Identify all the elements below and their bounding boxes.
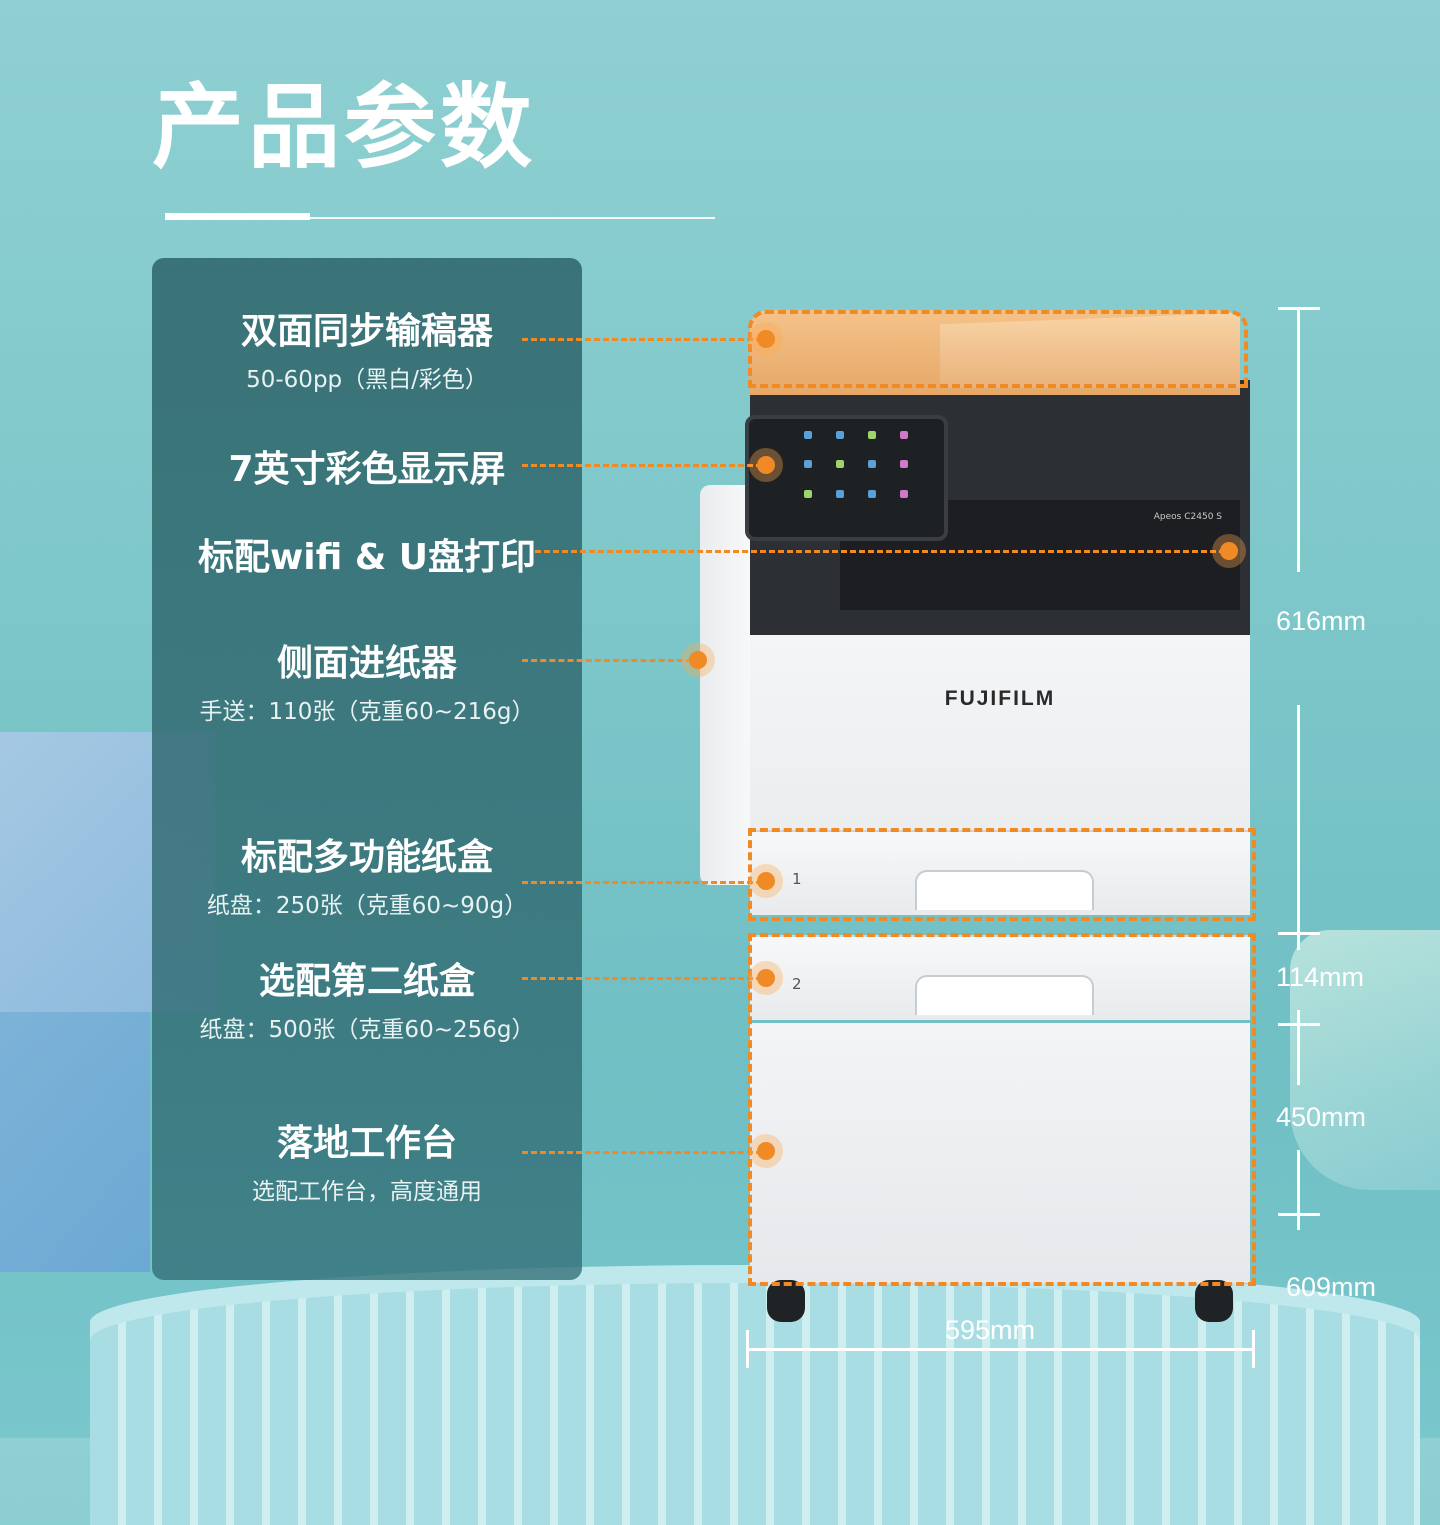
spec-item: 选配第二纸盒 纸盘：500张（克重60~256g）: [177, 952, 557, 1044]
highlight-frame-tray1: [748, 828, 1256, 921]
leader-line: [522, 464, 762, 467]
dimension-line: [748, 1348, 1255, 1351]
spec-item: 标配wifi & U盘打印: [192, 528, 542, 580]
dimension-tick: [1278, 1213, 1320, 1216]
spec-item: 落地工作台 选配工作台，高度通用: [197, 1114, 537, 1206]
spec-heading: 标配wifi & U盘打印: [198, 537, 536, 578]
document-feeder-tray: [940, 313, 1240, 388]
caster-wheel: [767, 1280, 805, 1322]
title-underline-accent: [165, 213, 310, 220]
background-block: [0, 1012, 150, 1272]
dimension-line: [1297, 1010, 1300, 1085]
spec-heading: 选配第二纸盒: [258, 961, 475, 1002]
marker-dot: [1220, 542, 1238, 560]
dimension-tick: [1278, 932, 1320, 935]
paper-tray-2: 2: [750, 935, 1250, 1020]
tray-number: 1: [792, 870, 802, 888]
floor-cabinet: [750, 1023, 1250, 1283]
spec-detail: 手送：110张（克重60~216g）: [199, 699, 535, 725]
leader-line: [522, 338, 762, 341]
marker-dot: [689, 651, 707, 669]
spec-item: 侧面进纸器 手送：110张（克重60~216g）: [177, 634, 557, 726]
spec-item: 双面同步输稿器 50-60pp（黑白/彩色）: [222, 302, 512, 394]
spec-heading: 侧面进纸器: [276, 643, 457, 684]
spec-detail: 50-60pp（黑白/彩色）: [246, 367, 488, 393]
spec-panel: [152, 258, 582, 1280]
leader-line: [522, 1151, 762, 1154]
spec-detail: 纸盘：250张（克重60~90g）: [206, 893, 528, 919]
side-feeder: [700, 485, 750, 885]
model-label: Apeos C2450 S: [1153, 512, 1222, 522]
spec-item: 7英寸彩色显示屏: [207, 440, 527, 492]
tray-handle: [915, 870, 1094, 910]
leader-line: [522, 881, 762, 884]
leader-line: [535, 550, 1225, 553]
dimension-height-cabinet: 450mm: [1276, 1102, 1367, 1132]
marker-dot: [757, 330, 775, 348]
highlight-frame-tray2-cabinet: [748, 933, 1256, 1286]
brand-logo: FUJIFILM: [944, 687, 1056, 710]
leader-line: [522, 659, 692, 662]
dimension-line: [1297, 1150, 1300, 1230]
marker-dot: [757, 872, 775, 890]
spec-heading: 双面同步输稿器: [240, 311, 493, 352]
dimension-line: [1297, 705, 1300, 950]
page-title: 产品参数: [152, 74, 537, 181]
spec-item: 标配多功能纸盒 纸盘：250张（克重60~90g）: [187, 828, 547, 920]
title-underline: [165, 217, 715, 219]
spec-detail: 选配工作台，高度通用: [252, 1179, 482, 1205]
tray-number: 2: [792, 975, 802, 993]
marker-dot: [757, 1142, 775, 1160]
spec-detail: 纸盘：500张（克重60~256g）: [199, 1017, 535, 1043]
dimension-tick: [1252, 1330, 1255, 1368]
highlight-frame-adf: [748, 310, 1248, 388]
spec-heading: 落地工作台: [276, 1123, 457, 1164]
caster-wheel: [1195, 1280, 1233, 1322]
dimension-width: 595mm: [945, 1315, 1036, 1345]
spec-heading: 7英寸彩色显示屏: [228, 449, 506, 490]
dimension-height-main: 616mm: [1276, 606, 1367, 636]
screen-app-icons: [804, 431, 924, 511]
dimension-height-tray: 114mm: [1276, 962, 1365, 992]
marker-dot: [757, 456, 775, 474]
dimension-line: [1297, 307, 1300, 572]
leader-line: [522, 977, 762, 980]
tray-handle: [915, 975, 1094, 1015]
dimension-tick: [746, 1330, 749, 1368]
printer-body: FUJIFILM: [750, 635, 1250, 830]
marker-dot: [757, 969, 775, 987]
dimension-depth: 609mm: [1286, 1272, 1377, 1302]
background-ribbon: [1290, 930, 1440, 1190]
spec-heading: 标配多功能纸盒: [240, 837, 493, 878]
touch-screen: [745, 415, 948, 541]
paper-tray-1: 1: [750, 830, 1250, 915]
